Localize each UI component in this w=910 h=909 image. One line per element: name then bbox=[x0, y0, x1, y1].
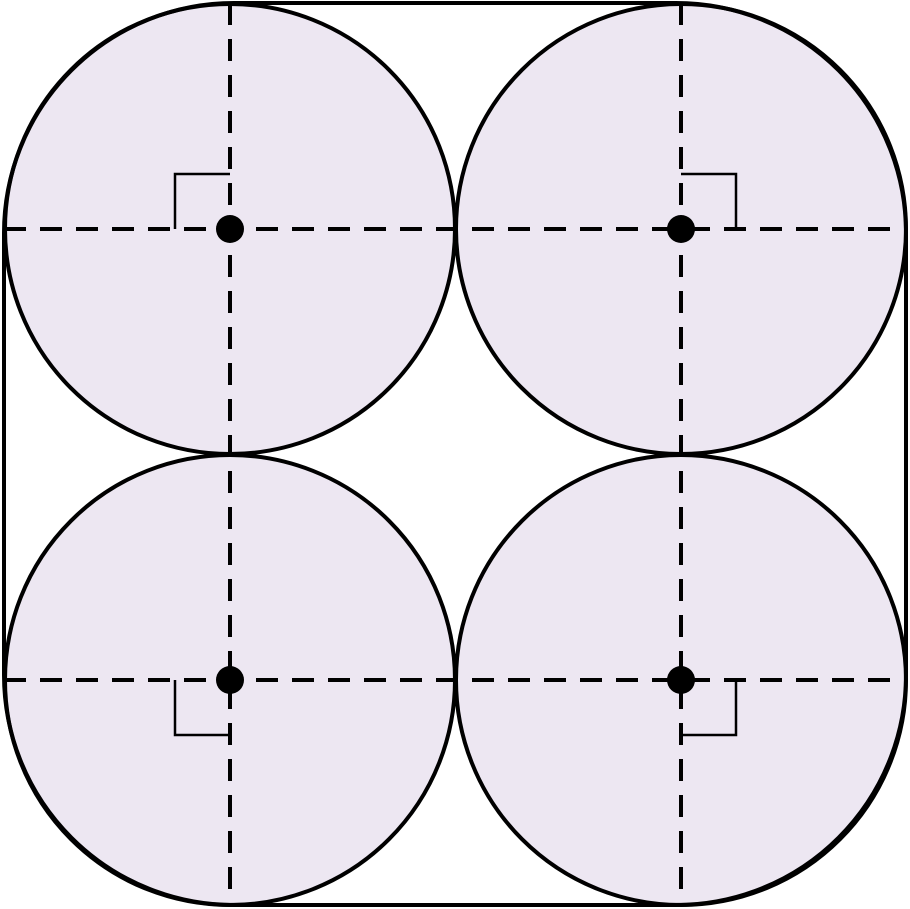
circle-bottom-left-right-angle-mark bbox=[173, 680, 230, 737]
circle-top-right-center-point bbox=[667, 215, 695, 243]
center-points-layer bbox=[216, 215, 695, 694]
circle-top-left-right-angle-mark bbox=[173, 172, 230, 229]
circle-bottom-right-center-point bbox=[667, 666, 695, 694]
right-angle-marks-layer bbox=[173, 172, 738, 737]
circle-bottom-left-center-point bbox=[216, 666, 244, 694]
circle-top-right-right-angle-mark bbox=[681, 172, 738, 229]
circle-top-left-center-point bbox=[216, 215, 244, 243]
circle-bottom-right-right-angle-mark bbox=[681, 680, 738, 737]
circles-layer bbox=[3, 2, 908, 907]
dashed-axes-layer bbox=[4, 3, 906, 905]
